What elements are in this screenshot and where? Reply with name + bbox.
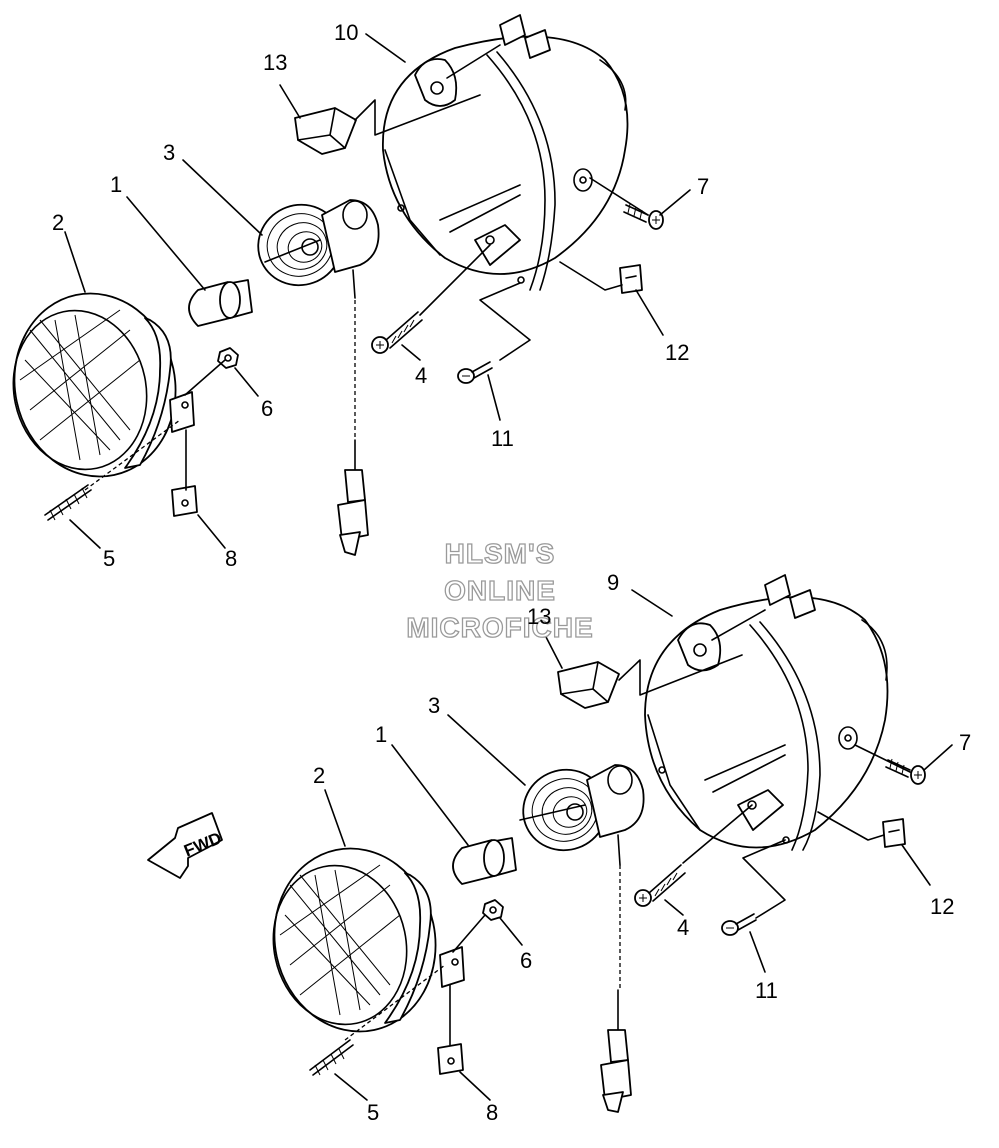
adjust-screw-5-upper bbox=[44, 484, 92, 521]
callout-13-lower: 13 bbox=[527, 604, 551, 629]
callout-7-lower: 7 bbox=[959, 730, 971, 755]
housing-lower bbox=[644, 574, 889, 851]
callout-4-upper: 4 bbox=[415, 363, 427, 388]
callout-8-upper: 8 bbox=[225, 546, 237, 571]
adjust-screw-5-lower bbox=[309, 1039, 354, 1076]
callout-9-lower: 9 bbox=[607, 570, 619, 595]
wire-connector-lower bbox=[600, 865, 632, 1113]
spring-nut-8-upper bbox=[171, 485, 198, 517]
callout-4-lower: 4 bbox=[677, 915, 689, 940]
callout-8-lower: 8 bbox=[486, 1100, 498, 1125]
callout-12-upper: 12 bbox=[665, 340, 689, 365]
bulb-upper bbox=[188, 279, 253, 327]
bulb-lower bbox=[452, 837, 517, 885]
callout-11-upper: 11 bbox=[491, 426, 514, 451]
screw-11-upper bbox=[457, 361, 493, 384]
housing-upper bbox=[382, 14, 629, 291]
spring-nut-8-lower bbox=[437, 1043, 464, 1075]
callout-2-lower: 2 bbox=[313, 763, 325, 788]
assembly-upper bbox=[12, 14, 691, 556]
callout-5-upper: 5 bbox=[103, 546, 115, 571]
screw-11-lower bbox=[721, 913, 757, 936]
lens-upper bbox=[12, 292, 195, 478]
callout-2-upper: 2 bbox=[52, 210, 64, 235]
screw-7-upper bbox=[623, 203, 664, 230]
callout-1-lower: 1 bbox=[375, 722, 387, 747]
lens-lower bbox=[272, 847, 465, 1033]
callout-6-lower: 6 bbox=[520, 948, 532, 973]
callout-3-upper: 3 bbox=[163, 140, 175, 165]
callout-7-upper: 7 bbox=[697, 174, 709, 199]
callouts-upper: 13 10 3 1 2 7 12 4 6 11 5 8 bbox=[52, 20, 709, 571]
callout-11-lower: 11 bbox=[755, 978, 778, 1003]
nut-upper bbox=[217, 347, 239, 369]
callout-3-lower: 3 bbox=[428, 693, 440, 718]
screw-7-lower bbox=[885, 758, 926, 785]
spring-nut-12-lower bbox=[882, 818, 906, 848]
socket-upper bbox=[257, 199, 380, 299]
watermark: HLSM'S ONLINE MICROFICHE bbox=[406, 537, 594, 643]
screw-4-lower bbox=[634, 864, 686, 907]
callout-5-lower: 5 bbox=[367, 1100, 379, 1125]
cap-upper bbox=[294, 107, 357, 155]
watermark-line-1: HLSM'S bbox=[445, 538, 556, 569]
callout-1-upper: 1 bbox=[110, 172, 122, 197]
callout-12-lower: 12 bbox=[930, 894, 954, 919]
screw-4-upper bbox=[371, 311, 423, 354]
wire-connector-upper bbox=[337, 300, 369, 556]
nut-lower bbox=[482, 899, 504, 921]
assembly-lower bbox=[272, 574, 953, 1113]
watermark-line-2: ONLINE bbox=[444, 575, 556, 606]
socket-lower bbox=[522, 764, 645, 866]
fwd-arrow-icon: FWD bbox=[147, 812, 224, 879]
cap-lower bbox=[557, 661, 620, 709]
callout-13-upper: 13 bbox=[263, 50, 287, 75]
callouts-lower: 9 13 3 1 2 7 12 4 6 11 5 8 bbox=[313, 570, 971, 1125]
watermark-line-3: MICROFICHE bbox=[406, 612, 593, 643]
callout-6-upper: 6 bbox=[261, 396, 273, 421]
callout-10-upper: 10 bbox=[334, 20, 358, 45]
spring-nut-12-upper bbox=[619, 264, 643, 294]
